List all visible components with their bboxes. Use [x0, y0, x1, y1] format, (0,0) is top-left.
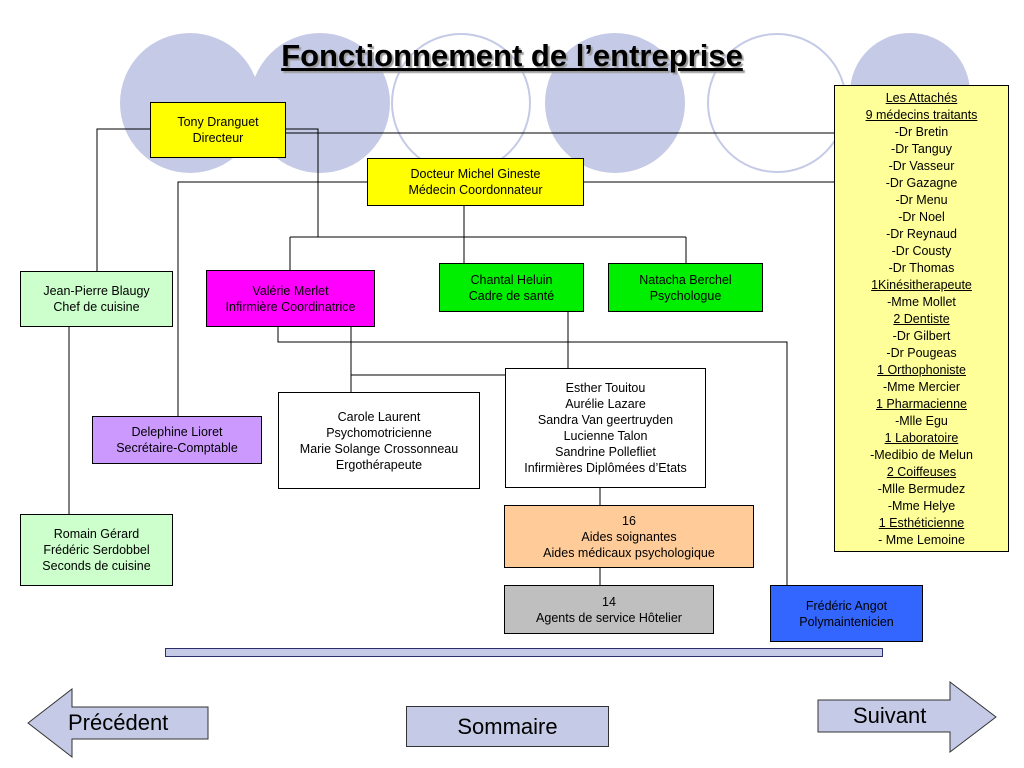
- count-label: 14: [602, 594, 616, 609]
- attached-person-name: -Medibio de Melun: [870, 448, 973, 462]
- next-button[interactable]: [816, 680, 998, 754]
- attached-category-label: 1 Pharmacienne: [875, 397, 968, 411]
- role-label: Cadre de santé: [468, 288, 555, 303]
- nurse-coordinator-box: Valérie Merlet Infirmière Coordinatrice: [206, 270, 375, 327]
- role-label: Infirmière Coordinatrice: [225, 299, 356, 314]
- attached-person-name: -Mlle Egu: [895, 414, 948, 428]
- attached-person-name: -Dr Vasseur: [888, 159, 955, 173]
- attached-person-name: -Mme Mercier: [882, 380, 961, 394]
- attached-person-name: -Dr Menu: [895, 193, 948, 207]
- person-name: Jean-Pierre Blaugy: [43, 284, 150, 298]
- right-arrow-icon: [817, 680, 997, 754]
- person-name: Aurélie Lazare: [565, 397, 646, 411]
- attached-person-name: - Mme Lemoine: [878, 533, 965, 547]
- person-name: Chantal Heluin: [470, 272, 553, 287]
- attached-person-name: -Dr Bretin: [894, 125, 949, 139]
- attached-person-name: -Dr Reynaud: [886, 227, 957, 241]
- role-label: Secrétaire-Comptable: [116, 441, 238, 455]
- attached-category-label: 2 Coiffeuses: [886, 465, 957, 479]
- previous-label: Précédent: [68, 710, 169, 735]
- role-label: Agents de service Hôtelier: [536, 610, 682, 625]
- attached-category-label: 1 Orthophoniste: [877, 363, 966, 377]
- person-name: Docteur Michel Gineste: [410, 167, 541, 181]
- person-name: Lucienne Talon: [563, 429, 648, 443]
- attached-staff-list: Les Attachés 9 médecins traitants -Dr Bre…: [834, 85, 1009, 552]
- left-arrow-icon: [27, 688, 209, 758]
- maintenance-box: Frédéric Angot Polymaintenicien: [770, 585, 923, 642]
- attached-person-name: -Dr Tanguy: [891, 142, 952, 156]
- attached-person-name: -Mlle Bermudez: [877, 482, 966, 496]
- person-name: Delephine Lioret: [131, 425, 223, 439]
- attached-person-name: -Dr Noel: [898, 210, 945, 224]
- psychologist-box: Natacha Berchel Psychologue: [608, 263, 763, 312]
- person-name: Tony Dranguet: [177, 115, 259, 129]
- attached-person-name: -Dr Cousty: [891, 244, 952, 258]
- attached-person-name: -Mme Mollet: [887, 295, 956, 309]
- role-label: Aides médicaux psychologique: [543, 545, 715, 560]
- person-name: Marie Solange Crossonneau: [299, 441, 459, 456]
- service-agents-box: 14 Agents de service Hôtelier: [504, 585, 714, 634]
- person-name: Sandrine Pollefliet: [555, 445, 656, 459]
- role-label: Aides soignantes: [581, 529, 677, 544]
- attached-person-name: -Dr Thomas: [888, 261, 955, 275]
- previous-button[interactable]: [27, 688, 210, 758]
- head-chef-box: Jean-Pierre Blaugy Chef de cuisine: [20, 271, 173, 327]
- page-title: Fonctionnement de l’entreprise: [281, 38, 743, 73]
- role-label: Directeur: [192, 131, 244, 145]
- health-manager-box: Chantal Heluin Cadre de santé: [439, 263, 584, 312]
- attached-category-label: 9 médecins traitants: [865, 108, 978, 122]
- attached-category-label: 1 Esthéticienne: [878, 516, 965, 530]
- medical-coordinator-box: Docteur Michel Gineste Médecin Coordonna…: [367, 158, 584, 206]
- role-label: Psychologue: [649, 288, 722, 303]
- attached-category-label: 1Kinésitherapeute: [871, 278, 972, 292]
- person-name: Romain Gérard: [53, 527, 140, 541]
- attached-person-name: -Mme Helye: [887, 499, 956, 513]
- kitchen-seconds-box: Romain Gérard Frédéric Serdobbel Seconds…: [20, 514, 173, 586]
- person-name: Frédéric Serdobbel: [43, 543, 150, 557]
- role-label: Polymaintenicien: [799, 614, 894, 629]
- care-aides-box: 16 Aides soignantes Aides médicaux psych…: [504, 505, 754, 568]
- attached-person-name: -Dr Pougeas: [886, 346, 957, 360]
- attached-person-name: -Dr Gazagne: [885, 176, 958, 190]
- attached-category-label: 1 Laboratoire: [884, 431, 959, 445]
- person-name: Carole Laurent: [337, 409, 421, 424]
- person-name: Frédéric Angot: [805, 598, 888, 613]
- person-name: Valérie Merlet: [252, 283, 329, 298]
- next-label: Suivant: [853, 703, 927, 728]
- attached-person-name: -Dr Gilbert: [892, 329, 951, 343]
- summary-label: Sommaire: [457, 713, 558, 739]
- person-name: Sandra Van geertruyden: [537, 413, 674, 427]
- secretary-box: Delephine Lioret Secrétaire-Comptable: [92, 416, 262, 464]
- role-label: Psychomotricienne: [326, 425, 432, 440]
- role-label: Ergothérapeute: [335, 457, 423, 472]
- summary-button[interactable]: Sommaire: [406, 706, 609, 747]
- therapists-box: Carole Laurent Psychomotricienne Marie S…: [278, 392, 480, 489]
- person-name: Esther Touitou: [565, 381, 646, 395]
- role-label: Chef de cuisine: [53, 300, 140, 314]
- person-name: Natacha Berchel: [639, 272, 732, 287]
- nurses-box: Esther Touitou Aurélie Lazare Sandra Van…: [505, 368, 706, 488]
- attached-category-label: Les Attachés: [885, 91, 958, 105]
- count-label: 16: [622, 513, 636, 528]
- attached-category-label: 2 Dentiste: [893, 312, 950, 326]
- director-box: Tony Dranguet Directeur: [150, 102, 286, 158]
- role-label: Seconds de cuisine: [42, 559, 151, 573]
- role-label: Médecin Coordonnateur: [408, 183, 543, 197]
- role-label: Infirmières Diplômées d’Etats: [524, 461, 687, 475]
- divider-bar: [165, 648, 883, 657]
- decor-circle: [545, 33, 685, 173]
